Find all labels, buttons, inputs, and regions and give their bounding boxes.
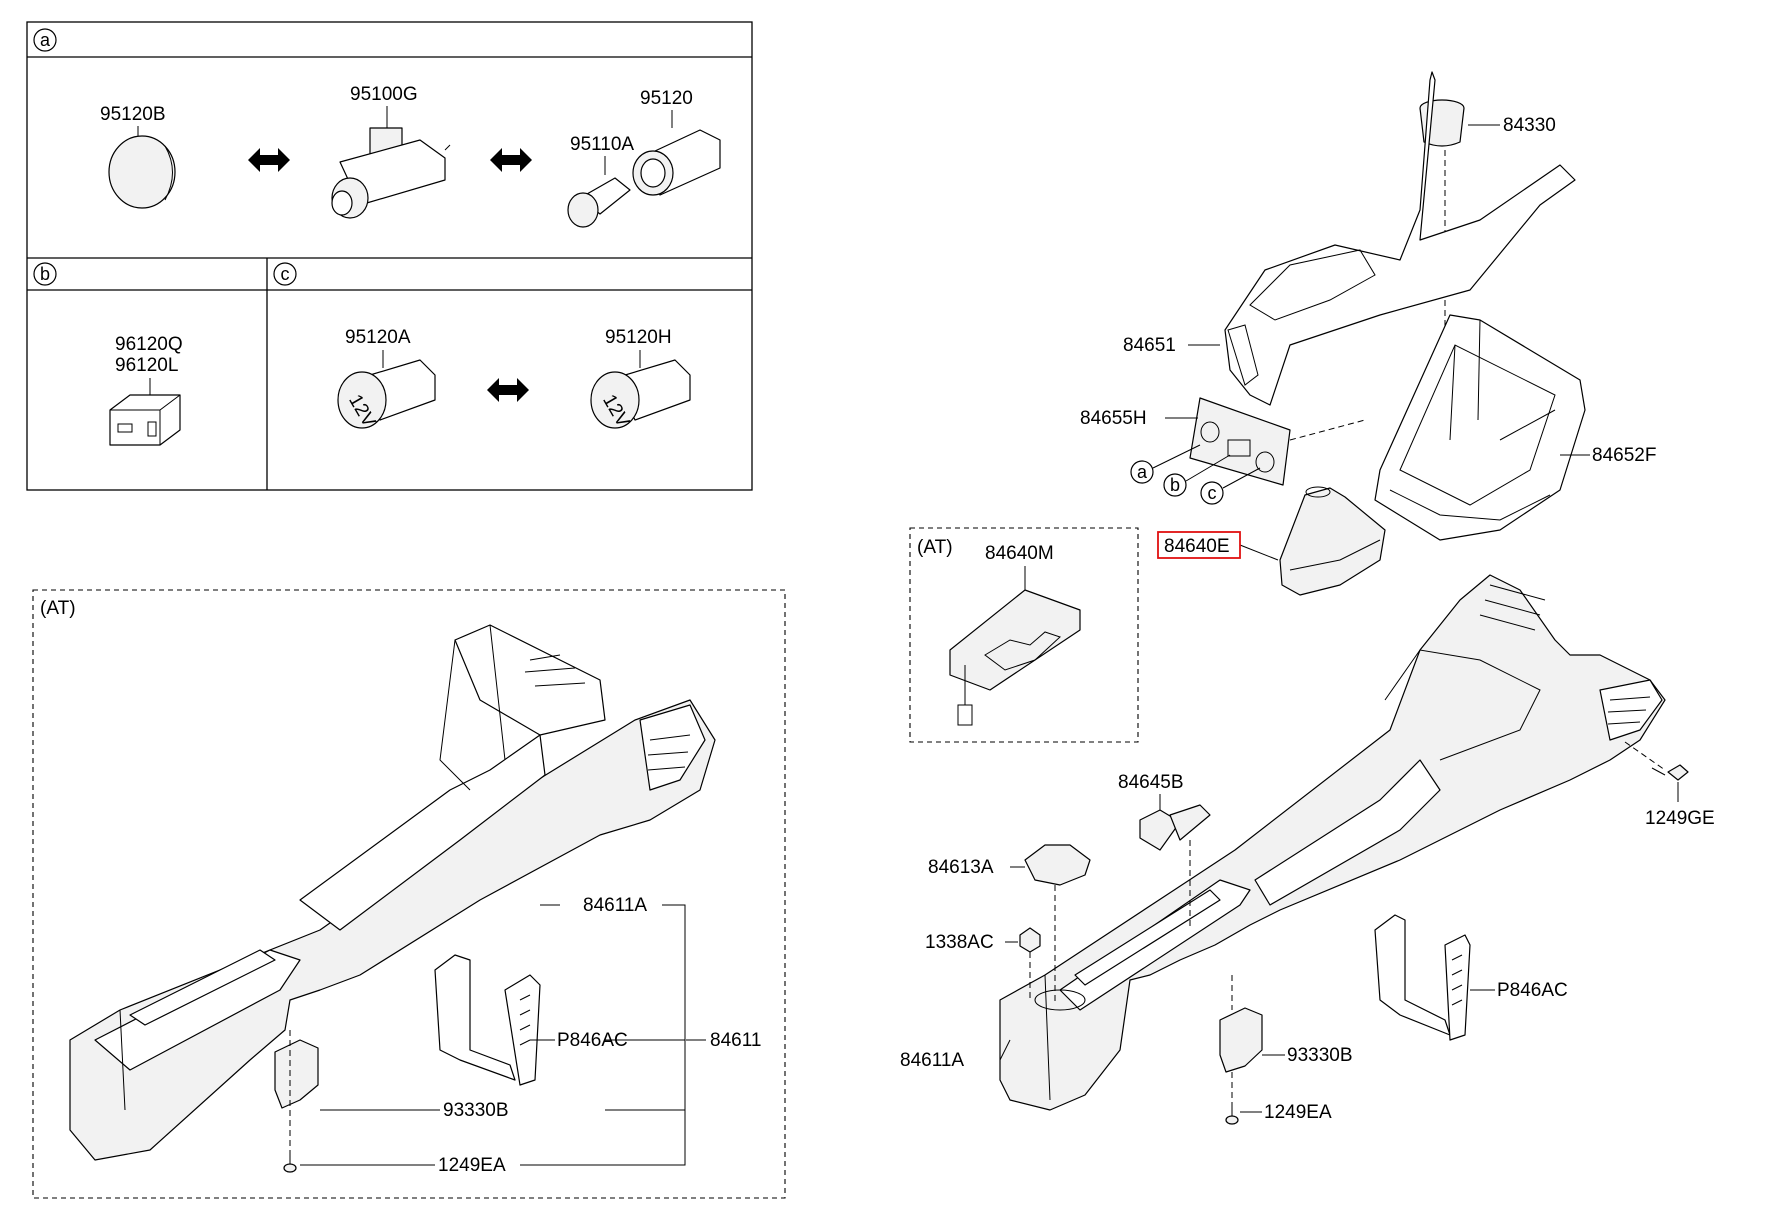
bracket2-part [274,1039,319,1109]
part-label: c [281,264,290,284]
part-label-84611A-right: 84611A [900,1050,964,1071]
part-label: b [1170,475,1180,495]
part-label-84655H: 84655H [1080,408,1147,429]
power-outlet-part: 12V [590,359,691,431]
part-label-1249EA-right: 1249EA [1264,1102,1332,1123]
part-label-93330B-right: 93330B [1287,1045,1353,1066]
part-label-95120B: 95120B [100,104,166,125]
bracket-part-right [1374,914,1471,1041]
section-c-callout: c [273,262,297,286]
part-label-1338AC: 1338AC [925,932,994,953]
bracket2-part-right [1219,1007,1263,1073]
part-label: a [1137,462,1148,482]
cap-part [108,135,176,209]
shifter-housing-part [1374,314,1586,541]
interchange-arrow-icon [487,378,529,402]
part-label-84611: 84611 [710,1030,761,1051]
shift-indicator-part [949,589,1081,726]
at-shifter-section: (AT) 84640M [909,527,1139,743]
accessory-panel: a b c 95120B 95100G [26,21,753,491]
part-label-95100G: 95100G [350,84,418,105]
at-shifter-tag: (AT) [917,537,953,558]
screw-part-right [1225,1102,1239,1125]
part-label-93330B: 93330B [443,1100,509,1121]
interchange-arrow-icon [248,148,290,172]
callout-c: c [1200,467,1261,505]
part-label-84613A: 84613A [928,857,994,878]
screw-part-ge [1651,764,1689,781]
exploded-console-section: 84330 84651 84655H a b [900,71,1715,1125]
part-label-84640E: 84640E [1164,536,1230,557]
part-label: c [1208,483,1217,503]
part-label-96120Q: 96120Q [115,334,183,355]
at-tag: (AT) [40,598,76,619]
at-console-section: (AT) 84611A [32,589,786,1199]
clip-part [1139,804,1211,851]
screw-part [283,1150,297,1173]
part-label-84645B: 84645B [1118,772,1184,793]
power-outlet-part: 12V [337,359,436,431]
part-label-95110A: 95110A [570,134,634,155]
section-b-callout: b [33,262,57,286]
part-label-1249EA: 1249EA [438,1155,506,1176]
bracket-part [434,954,541,1086]
part-label-84652F: 84652F [1592,445,1656,466]
nut-part [1019,927,1041,953]
lower-console-part [999,574,1666,1111]
section-a-callout: a [33,28,57,52]
part-label-P846AC-right: P846AC [1497,980,1568,1001]
switch-panel-part [1189,397,1291,486]
part-label-84611A: 84611A [583,895,647,916]
usb-jack-part [109,394,181,446]
part-label-84651: 84651 [1123,335,1176,356]
part-label-84640M: 84640M [985,543,1054,564]
interchange-arrow-icon [490,148,532,172]
upper-trim-part [1224,71,1576,406]
shift-boot-part [1279,486,1386,596]
callout-b: b [1163,454,1231,497]
part-label-P846AC: P846AC [557,1030,628,1051]
socket-part [331,127,451,219]
callout-a: a [1130,444,1201,484]
pad-part [1024,844,1091,886]
part-label-96120L: 96120L [115,355,178,376]
lighter-part [567,129,721,228]
part-label-84330: 84330 [1503,115,1556,136]
part-label-1249GE: 1249GE [1645,808,1715,829]
part-label: a [40,30,51,50]
part-label: b [40,264,50,284]
part-label-95120: 95120 [640,88,693,109]
center-console-part [69,624,716,1161]
part-label-95120H: 95120H [605,327,672,348]
highlight-box [1157,531,1241,559]
part-label-95120A: 95120A [345,327,411,348]
